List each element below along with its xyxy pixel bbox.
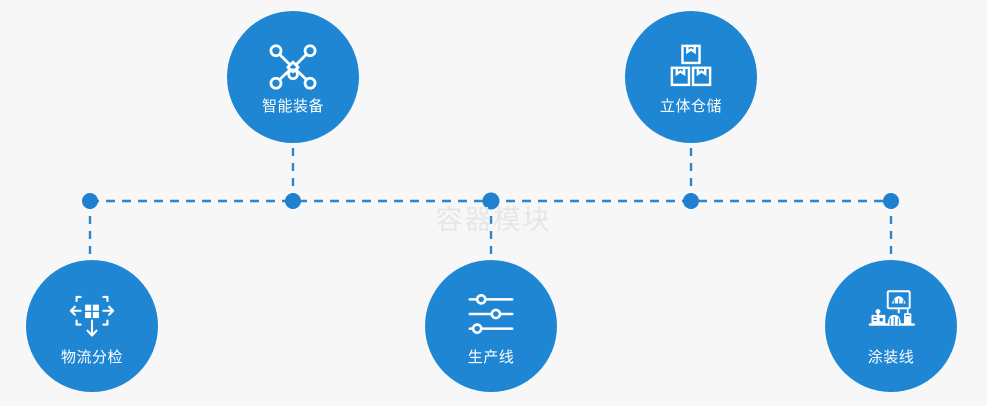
stacked-boxes-icon [665, 41, 717, 93]
node-label: 物流分检 [60, 347, 123, 366]
paint-booth-icon [865, 288, 917, 340]
node-stereo-warehouse[interactable]: 立体仓储 [625, 11, 757, 143]
node-label: 涂装线 [867, 347, 915, 366]
node-label: 智能装备 [261, 96, 324, 115]
node-production-line[interactable]: 生产线 [425, 260, 557, 392]
sliders-icon [465, 288, 517, 340]
scan-sort-icon [66, 288, 118, 340]
node-smart-equipment[interactable]: 智能装备 [227, 11, 359, 143]
node-label: 生产线 [467, 347, 515, 366]
node-painting-line[interactable]: 涂装线 [825, 260, 957, 392]
node-label: 立体仓储 [659, 96, 722, 115]
node-logistics-sorting[interactable]: 物流分检 [26, 260, 158, 392]
watermark-text: 容器模块 [435, 205, 552, 236]
network-nodes-icon [267, 41, 319, 93]
